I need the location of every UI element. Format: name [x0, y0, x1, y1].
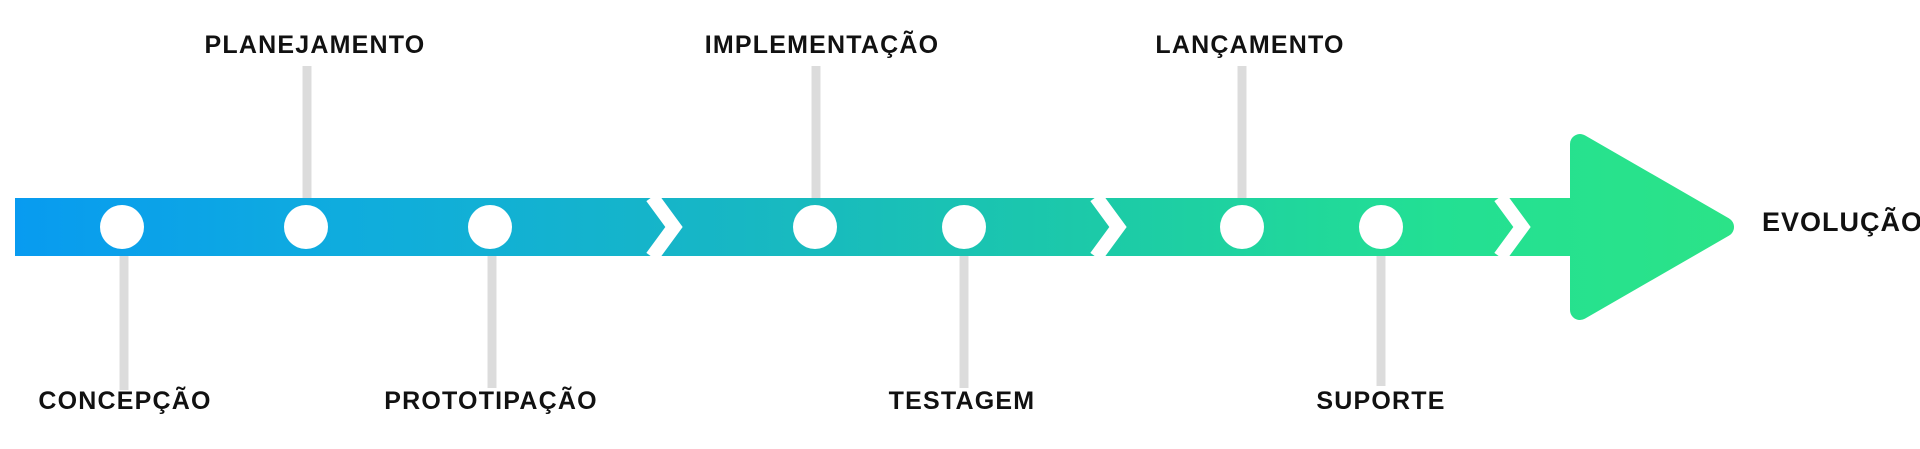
stage-label-planejamento: PLANEJAMENTO — [204, 31, 426, 59]
connector-lines — [119, 66, 1386, 390]
chevron-separator-icon — [1494, 192, 1531, 262]
milestone-dot-testagem — [942, 205, 986, 249]
milestone-dots — [100, 205, 1403, 249]
milestone-dot-lancamento — [1220, 205, 1264, 249]
milestone-dot-planejamento — [284, 205, 328, 249]
stage-label-testagem: TESTAGEM — [888, 387, 1036, 415]
chevron-separators — [646, 192, 1531, 262]
milestone-dot-implementacao — [793, 205, 837, 249]
arrow-head-icon — [1570, 134, 1734, 320]
milestone-dot-prototipacao — [468, 205, 512, 249]
endpoint-label-evolucao: EVOLUÇÃO — [1762, 207, 1920, 237]
milestone-dot-suporte — [1359, 205, 1403, 249]
stage-label-implementacao: IMPLEMENTAÇÃO — [704, 31, 940, 59]
stage-label-prototipacao: PROTOTIPAÇÃO — [384, 387, 598, 415]
milestone-dot-concepcao — [100, 205, 144, 249]
chevron-separator-icon — [1090, 192, 1127, 262]
stage-label-suporte: SUPORTE — [1316, 387, 1446, 415]
stage-label-concepcao: CONCEPÇÃO — [38, 387, 212, 415]
chevron-separator-icon — [646, 192, 683, 262]
stage-label-lancamento: LANÇAMENTO — [1155, 31, 1345, 59]
